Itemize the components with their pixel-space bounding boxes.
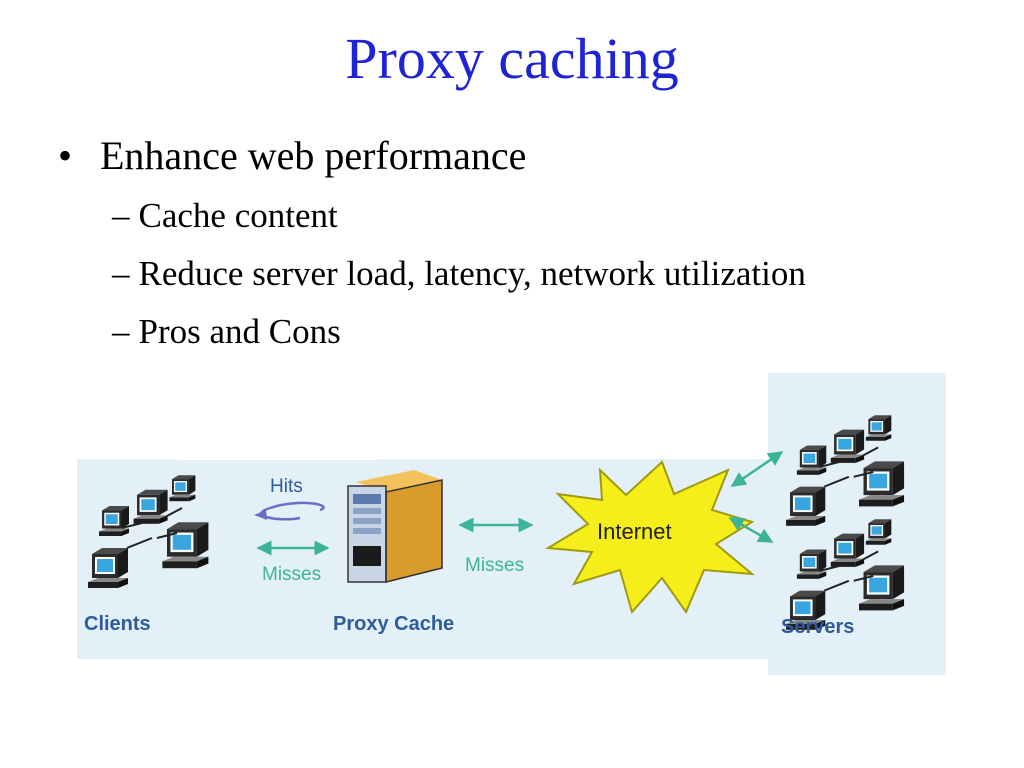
server-tower-icon [347, 470, 443, 583]
hits-arrowhead [254, 510, 267, 520]
servers-label: Servers [781, 616, 854, 638]
sub-bullet-text: Cache content [138, 196, 338, 235]
clients-label: Clients [84, 613, 151, 635]
sub-bullet-2: –Reduce server load, latency, network ut… [112, 256, 806, 291]
bullet-main: • Enhance web performance [58, 136, 526, 176]
internet-burst-icon [544, 460, 756, 615]
panel-top-edge [178, 452, 378, 460]
dash-marker: – [112, 312, 130, 351]
sub-bullet-1: –Cache content [112, 198, 338, 233]
slide-title: Proxy caching [345, 26, 679, 91]
internet-server-arrow-bottom [728, 516, 774, 544]
internet-server-arrow-top [730, 450, 784, 488]
bullet-text: Enhance web performance [100, 133, 527, 178]
bullet-marker: • [58, 133, 73, 178]
dash-marker: – [112, 254, 130, 293]
hits-label: Hits [270, 476, 303, 497]
misses-label-left: Misses [262, 564, 321, 585]
sub-bullet-text: Reduce server load, latency, network uti… [138, 254, 806, 293]
hits-arrow [260, 501, 325, 521]
proxy-cache-label: Proxy Cache [333, 613, 454, 635]
sub-bullet-3: –Pros and Cons [112, 314, 341, 349]
internet-label: Internet [597, 519, 672, 544]
sub-bullet-text: Pros and Cons [138, 312, 341, 351]
misses-label-right: Misses [465, 555, 524, 576]
dash-marker: – [112, 196, 130, 235]
